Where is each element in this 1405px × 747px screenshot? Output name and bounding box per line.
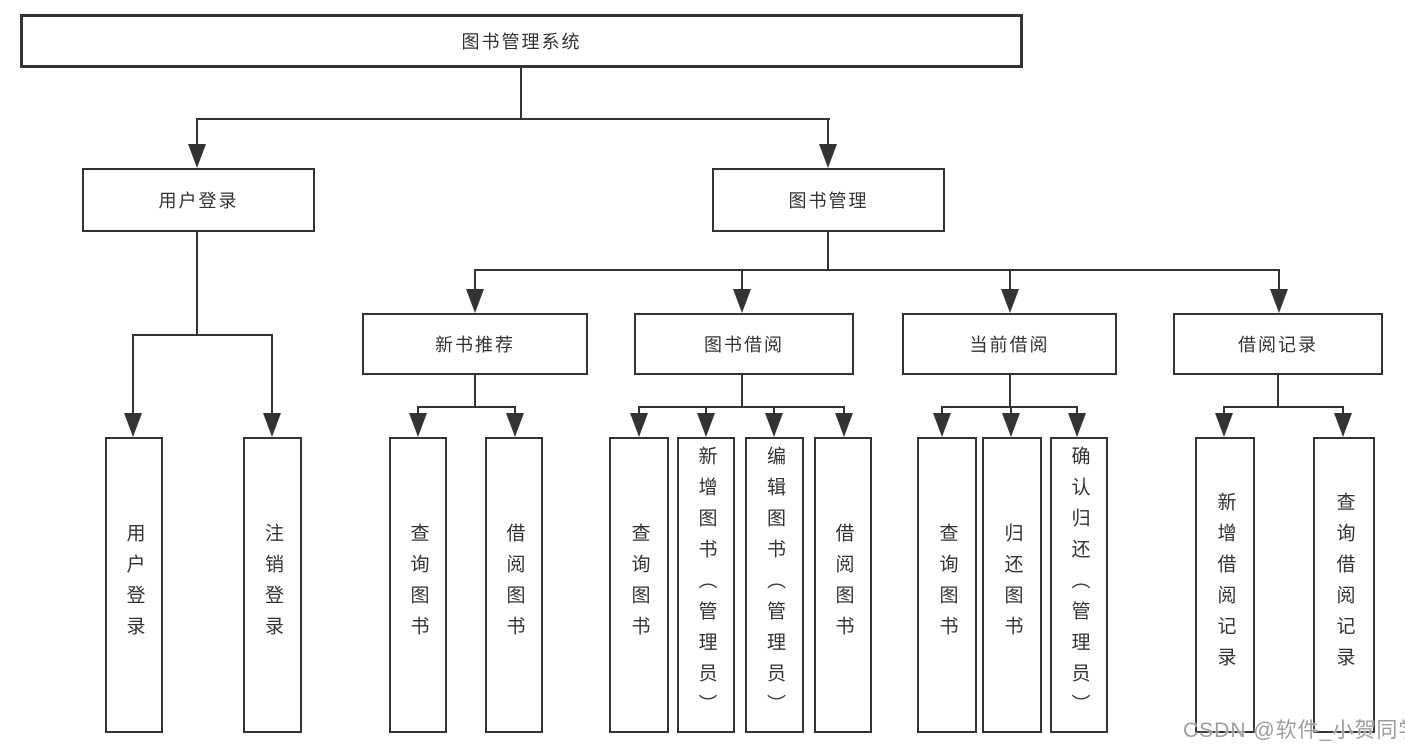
connector-stub: [474, 269, 476, 291]
leaf-query-books-borrowing: 查询图书: [609, 437, 669, 733]
connector-stub: [827, 118, 829, 146]
leaf-return-books: 归还图书: [982, 437, 1042, 733]
connector-rail: [638, 406, 845, 408]
connector-stub: [741, 269, 743, 291]
connector-stub: [1076, 406, 1078, 415]
connector-level3-rail: [474, 269, 1280, 271]
arrow-down-icon: [263, 413, 281, 437]
connector-root-stem: [520, 68, 522, 119]
arrow-down-icon: [1215, 413, 1233, 437]
node-user-login: 用户登录: [82, 168, 315, 232]
node-book-management: 图书管理: [712, 168, 945, 232]
connector-stub: [1342, 406, 1344, 415]
leaf-edit-books-admin: 编辑图书（管理员）: [745, 437, 804, 733]
arrow-down-icon: [188, 144, 206, 168]
connector-stem: [1277, 375, 1279, 408]
connector-rail: [1223, 406, 1344, 408]
leaf-query-books-recommend: 查询图书: [389, 437, 447, 733]
leaf-label: 查询图书: [936, 523, 958, 647]
node-library-management-system: 图书管理系统: [20, 14, 1023, 68]
arrow-down-icon: [124, 413, 142, 437]
connector-level2-rail: [197, 118, 830, 120]
node-label: 新书推荐: [435, 335, 515, 355]
arrow-down-icon: [933, 413, 951, 437]
node-borrowing-records: 借阅记录: [1173, 313, 1383, 375]
arrow-down-icon: [1068, 413, 1086, 437]
arrow-down-icon: [765, 413, 783, 437]
arrow-down-icon: [466, 289, 484, 313]
connector-stem: [741, 375, 743, 408]
node-label: 当前借阅: [969, 335, 1050, 355]
arrow-down-icon: [630, 413, 648, 437]
leaf-label: 查询图书: [407, 523, 429, 647]
leaf-user-login: 用户登录: [105, 437, 163, 733]
connector-stub: [705, 406, 707, 415]
leaf-label: 确认归还（管理员）: [1068, 445, 1090, 725]
connector-stub: [638, 406, 640, 415]
leaf-label: 查询图书: [628, 523, 650, 647]
leaf-logout: 注销登录: [243, 437, 302, 733]
node-new-book-recommendation: 新书推荐: [362, 313, 588, 375]
connector-stub: [271, 334, 273, 414]
leaf-borrow-books: 借阅图书: [814, 437, 872, 733]
connector-stub: [941, 406, 943, 415]
leaf-query-books-current: 查询图书: [917, 437, 977, 733]
connector-stub: [773, 406, 775, 415]
connector-stem: [474, 375, 476, 408]
connector-rail: [941, 406, 1078, 408]
arrow-down-icon: [409, 413, 427, 437]
connector-stub: [514, 406, 516, 415]
connector-book-mgmt-stem: [827, 232, 829, 271]
node-book-borrowing: 图书借阅: [634, 313, 854, 375]
leaf-add-borrow-record: 新增借阅记录: [1195, 437, 1255, 733]
leaf-label: 新增借阅记录: [1214, 492, 1236, 678]
arrow-down-icon: [819, 144, 837, 168]
connector-stub: [417, 406, 419, 415]
leaf-label: 归还图书: [1001, 523, 1023, 647]
leaf-label: 新增图书（管理员）: [695, 445, 717, 725]
connector-stub: [1010, 406, 1012, 415]
arrow-down-icon: [1001, 289, 1019, 313]
arrow-down-icon: [697, 413, 715, 437]
leaf-label: 用户登录: [123, 523, 145, 647]
leaf-label: 借阅图书: [503, 523, 525, 647]
connector-stub: [1009, 269, 1011, 291]
watermark: CSDN @软件_小贺同学: [1183, 719, 1405, 742]
arrow-down-icon: [1270, 289, 1288, 313]
arrow-down-icon: [835, 413, 853, 437]
arrow-down-icon: [506, 413, 524, 437]
leaf-label: 借阅图书: [832, 523, 854, 647]
node-label: 图书管理系统: [461, 32, 582, 52]
connector-user-login-rail: [132, 334, 273, 336]
arrow-down-icon: [1334, 413, 1352, 437]
node-label: 图书借阅: [704, 335, 784, 355]
connector-stub: [1278, 269, 1280, 291]
leaf-borrow-books-recommend: 借阅图书: [485, 437, 543, 733]
leaf-add-books-admin: 新增图书（管理员）: [677, 437, 735, 733]
node-current-borrowing: 当前借阅: [902, 313, 1117, 375]
leaf-label: 编辑图书（管理员）: [764, 445, 785, 725]
leaf-label: 注销登录: [262, 523, 283, 647]
node-label: 图书管理: [788, 191, 869, 211]
arrow-down-icon: [733, 289, 751, 313]
connector-stub: [196, 118, 198, 146]
connector-stub: [1223, 406, 1225, 415]
node-label: 用户登录: [158, 191, 239, 211]
connector-stem: [1009, 375, 1011, 408]
connector-rail: [417, 406, 516, 408]
connector-stub: [843, 406, 845, 415]
leaf-confirm-return-admin: 确认归还（管理员）: [1050, 437, 1108, 733]
leaf-label: 查询借阅记录: [1333, 492, 1355, 678]
connector-stub: [132, 334, 134, 414]
node-label: 借阅记录: [1238, 335, 1318, 355]
leaf-query-borrow-record: 查询借阅记录: [1313, 437, 1375, 733]
arrow-down-icon: [1002, 413, 1020, 437]
connector-user-login-stem: [196, 232, 198, 336]
